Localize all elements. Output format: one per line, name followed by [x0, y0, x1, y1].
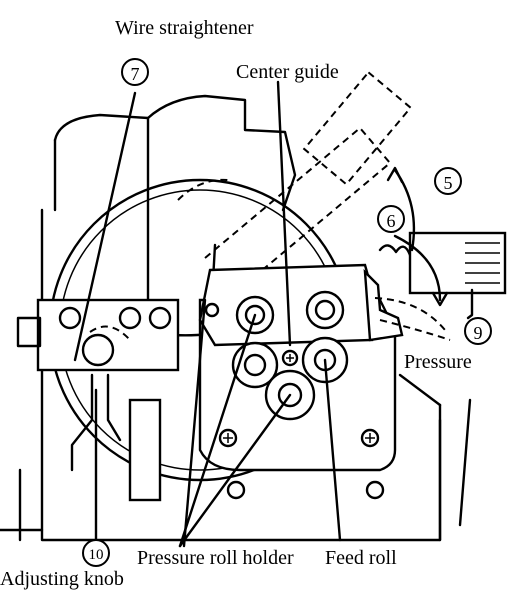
callout-5: 5: [434, 167, 462, 195]
callout-6: 6: [377, 205, 405, 233]
lower-bracket: [128, 398, 162, 502]
center-guide-label: Center guide: [236, 61, 339, 83]
wire-straightener-label: Wire straightener: [115, 17, 254, 39]
callout-7: 7: [121, 58, 149, 86]
adjusting-knob-label: Adjusting knob: [0, 568, 124, 590]
rotation-arrow-6: [393, 234, 442, 302]
leader-pressure-roll-holder-a: [182, 298, 207, 548]
center-guide-leader: [276, 80, 292, 347]
feed-roll-label: Feed roll: [325, 547, 397, 569]
leader-pressure-roll-holder-c: [178, 393, 292, 548]
leader-feed-roll: [323, 358, 342, 542]
leader-pressure-roll-holder-b: [178, 313, 257, 548]
leader-7: [73, 91, 137, 362]
pressure-label: Pressure: [404, 351, 472, 373]
callout-10: 10: [82, 539, 110, 567]
pressure-roll-holder-label: Pressure roll holder: [137, 547, 294, 569]
leader-9: [466, 288, 474, 320]
wire-straightener-block: [36, 298, 180, 372]
callout-9: 9: [464, 317, 492, 345]
feed-roll-left: [231, 341, 279, 389]
